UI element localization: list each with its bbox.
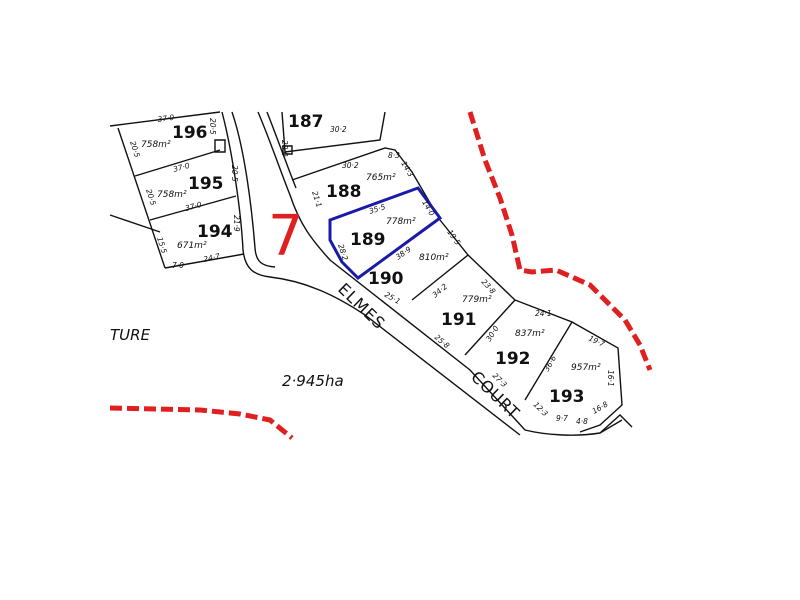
dimension-label: 36·6 — [542, 354, 558, 373]
dimension-label: 24·7 — [203, 252, 221, 264]
dimension-label: 7·0 — [172, 261, 184, 270]
lot-area: 837m² — [515, 329, 545, 339]
lot-number: 187 — [288, 112, 324, 132]
dimension-label: 37·0 — [157, 113, 175, 124]
dimension-label: 37·0 — [172, 161, 191, 174]
dimension-label: 20·5 — [144, 188, 158, 207]
dimension-label: 20·5 — [230, 165, 239, 182]
lot-number: 190 — [368, 269, 404, 289]
dimension-label: 20·0 — [280, 140, 289, 157]
lot-number: 195 — [188, 174, 224, 194]
lot-number: 189 — [350, 230, 386, 250]
lot-number: 194 — [197, 222, 233, 242]
lot-area: 671m² — [177, 241, 207, 251]
dimension-label: 16·1 — [606, 370, 615, 387]
dimension-label: 16·8 — [591, 399, 610, 415]
lot-numbers: 187 188 189 190 191 192 193 194 195 196 — [172, 112, 585, 407]
red-boundary-lines — [109, 111, 653, 440]
dimension-label: 37·0 — [184, 200, 203, 213]
lot-area: 758m² — [141, 140, 171, 150]
lot-area: 778m² — [386, 217, 416, 227]
road-edges — [221, 111, 633, 436]
dimension-label: 38·9 — [394, 245, 413, 262]
dimension-label: 12·3 — [532, 400, 550, 418]
lot-area: 765m² — [366, 173, 396, 183]
dimension-label: 30·2 — [342, 161, 359, 170]
lot-area: 810m² — [419, 253, 449, 263]
lot-areas: 765m² 778m² 810m² 779m² 837m² 957m² 671m… — [141, 140, 601, 373]
dimension-label: 24·1 — [535, 309, 552, 318]
dimension-label: 20·5 — [128, 140, 142, 159]
dimension-label: 14·3 — [399, 160, 415, 179]
dimension-label: 8·3 — [388, 151, 400, 160]
lot-boundaries — [109, 111, 623, 434]
stage-number: 7 — [268, 204, 304, 269]
dimension-label: 21·9 — [232, 215, 241, 232]
highlighted-lot-189[interactable] — [328, 186, 443, 280]
dimension-label: 4·8 — [576, 417, 588, 426]
dimension-label: 9·7 — [556, 414, 568, 423]
fragment-label: TURE — [110, 326, 151, 344]
dimension-label: 19·7 — [587, 334, 606, 349]
total-area-label: 2·945ha — [282, 372, 344, 390]
lot-area: 957m² — [571, 363, 601, 373]
dimension-label: 20·5 — [208, 118, 217, 135]
lot-area: 779m² — [462, 295, 492, 305]
lot-number: 192 — [495, 349, 531, 369]
dimension-label: 30·0 — [484, 324, 501, 343]
lot-number: 188 — [326, 182, 362, 202]
dimension-label: 34·2 — [431, 282, 450, 300]
lot-area: 758m² — [157, 190, 187, 200]
dimension-label: 30·2 — [330, 125, 347, 134]
lot-number: 196 — [172, 123, 208, 143]
lot-number: 191 — [441, 310, 477, 330]
lot-number: 193 — [549, 387, 585, 407]
dimension-label: 21·1 — [310, 190, 324, 209]
dimension-label: 14·0 — [420, 199, 436, 218]
